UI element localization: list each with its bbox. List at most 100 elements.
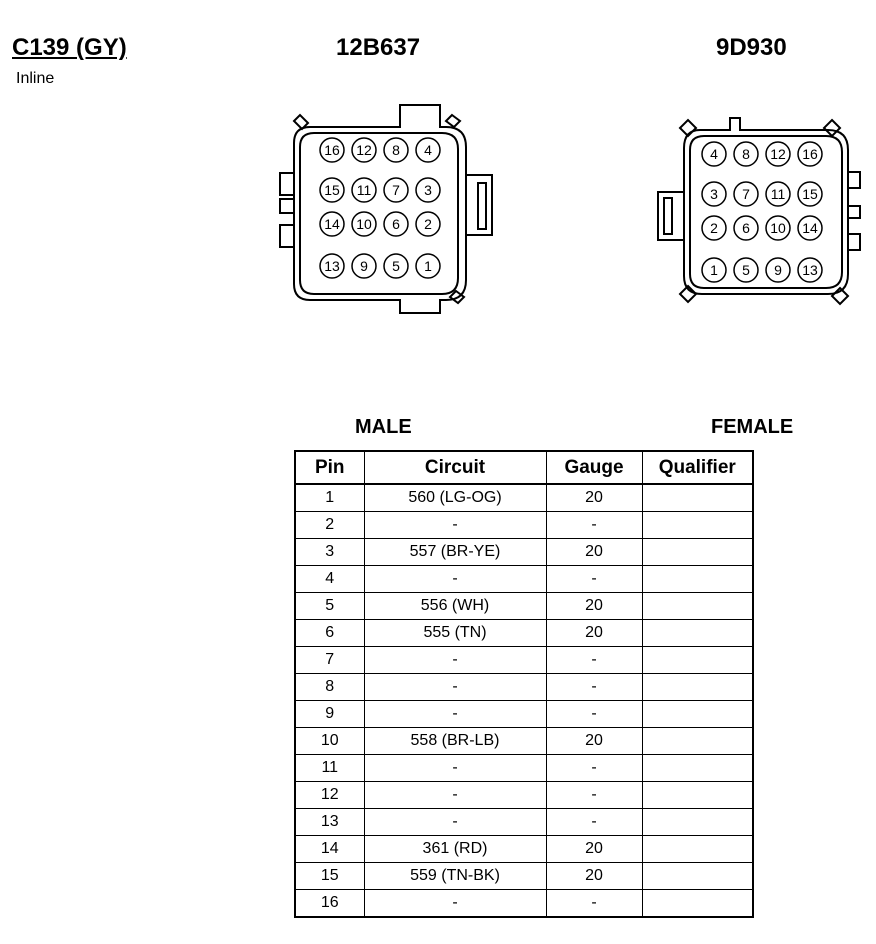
cell-pin: 4 bbox=[294, 565, 365, 593]
cell-pin: 8 bbox=[294, 673, 365, 701]
cell-circuit: - bbox=[363, 889, 547, 918]
pin-number: 12 bbox=[356, 142, 372, 158]
pin-number: 11 bbox=[357, 182, 372, 198]
cell-circuit: - bbox=[363, 646, 547, 674]
cell-gauge: - bbox=[545, 700, 643, 728]
pin-circle bbox=[701, 141, 727, 167]
cell-qualifier bbox=[641, 862, 754, 890]
cell-circuit: - bbox=[363, 511, 547, 539]
cell-pin: 5 bbox=[294, 592, 365, 620]
cell-qualifier bbox=[641, 483, 754, 512]
pin-number: 15 bbox=[324, 182, 340, 198]
cell-qualifier bbox=[641, 781, 754, 809]
cell-circuit: 560 (LG-OG) bbox=[363, 483, 547, 512]
pin-number: 1 bbox=[424, 258, 432, 274]
pin-circle bbox=[701, 215, 727, 241]
cell-pin: 7 bbox=[294, 646, 365, 674]
pin-circle bbox=[319, 137, 345, 163]
pin-number: 3 bbox=[424, 182, 432, 198]
cell-qualifier bbox=[641, 538, 754, 566]
pin-number: 13 bbox=[802, 262, 818, 278]
cell-pin: 12 bbox=[294, 781, 365, 809]
table-row: 12-- bbox=[294, 781, 754, 809]
pin-number: 9 bbox=[774, 262, 782, 278]
pin-number: 14 bbox=[324, 216, 340, 232]
pin-number: 8 bbox=[392, 142, 400, 158]
cell-circuit: 557 (BR-YE) bbox=[363, 538, 547, 566]
cell-circuit: 361 (RD) bbox=[363, 835, 547, 863]
cell-circuit: - bbox=[363, 700, 547, 728]
pin-circle bbox=[701, 181, 727, 207]
pin-number: 6 bbox=[742, 220, 750, 236]
pin-number: 4 bbox=[424, 142, 432, 158]
cell-gauge: - bbox=[545, 565, 643, 593]
pin-number: 5 bbox=[742, 262, 750, 278]
cell-gauge: 20 bbox=[545, 483, 643, 512]
cell-qualifier bbox=[641, 511, 754, 539]
cell-qualifier bbox=[641, 889, 754, 918]
pin-circle bbox=[797, 215, 823, 241]
cell-gauge: - bbox=[545, 808, 643, 836]
pin-number: 3 bbox=[710, 186, 718, 202]
pin-circle bbox=[383, 137, 409, 163]
pin-number: 7 bbox=[742, 186, 750, 202]
female-part-number: 9D930 bbox=[716, 34, 787, 61]
pin-number: 14 bbox=[802, 220, 818, 236]
cell-qualifier bbox=[641, 808, 754, 836]
cell-pin: 2 bbox=[294, 511, 365, 539]
pin-circle bbox=[733, 257, 759, 283]
cell-gauge: - bbox=[545, 781, 643, 809]
pin-number: 4 bbox=[710, 146, 718, 162]
cell-gauge: - bbox=[545, 754, 643, 782]
cell-pin: 6 bbox=[294, 619, 365, 647]
pin-number: 8 bbox=[742, 146, 750, 162]
cell-circuit: - bbox=[363, 565, 547, 593]
table-header-row: Pin Circuit Gauge Qualifier bbox=[294, 450, 754, 485]
pin-circle bbox=[319, 211, 345, 237]
pin-number: 9 bbox=[360, 258, 368, 274]
table-row: 11-- bbox=[294, 754, 754, 782]
header-gauge: Gauge bbox=[545, 450, 643, 485]
cell-qualifier bbox=[641, 619, 754, 647]
pin-number: 16 bbox=[324, 142, 340, 158]
cell-pin: 11 bbox=[294, 754, 365, 782]
cell-qualifier bbox=[641, 673, 754, 701]
connector-type: Inline bbox=[16, 70, 55, 87]
pin-circle bbox=[319, 253, 345, 279]
pin-number: 10 bbox=[356, 216, 372, 232]
pin-number: 6 bbox=[392, 216, 400, 232]
header-pin: Pin bbox=[294, 450, 365, 485]
cell-circuit: - bbox=[363, 781, 547, 809]
pin-circle bbox=[797, 141, 823, 167]
male-label: MALE bbox=[355, 416, 412, 438]
cell-pin: 13 bbox=[294, 808, 365, 836]
pin-number: 5 bbox=[392, 258, 400, 274]
pin-circle bbox=[351, 137, 377, 163]
cell-gauge: 20 bbox=[545, 538, 643, 566]
cell-qualifier bbox=[641, 727, 754, 755]
pin-circle bbox=[351, 211, 377, 237]
pin-number: 11 bbox=[771, 186, 786, 202]
table-row: 9-- bbox=[294, 700, 754, 728]
pin-number: 10 bbox=[770, 220, 786, 236]
cell-gauge: - bbox=[545, 646, 643, 674]
cell-pin: 16 bbox=[294, 889, 365, 918]
cell-pin: 15 bbox=[294, 862, 365, 890]
cell-circuit: 556 (WH) bbox=[363, 592, 547, 620]
cell-circuit: - bbox=[363, 808, 547, 836]
cell-circuit: 555 (TN) bbox=[363, 619, 547, 647]
cell-pin: 14 bbox=[294, 835, 365, 863]
pin-number: 16 bbox=[802, 146, 818, 162]
cell-qualifier bbox=[641, 592, 754, 620]
pin-circle bbox=[383, 177, 409, 203]
cell-circuit: 558 (BR-LB) bbox=[363, 727, 547, 755]
connector-id: C139 (GY) bbox=[12, 34, 127, 61]
